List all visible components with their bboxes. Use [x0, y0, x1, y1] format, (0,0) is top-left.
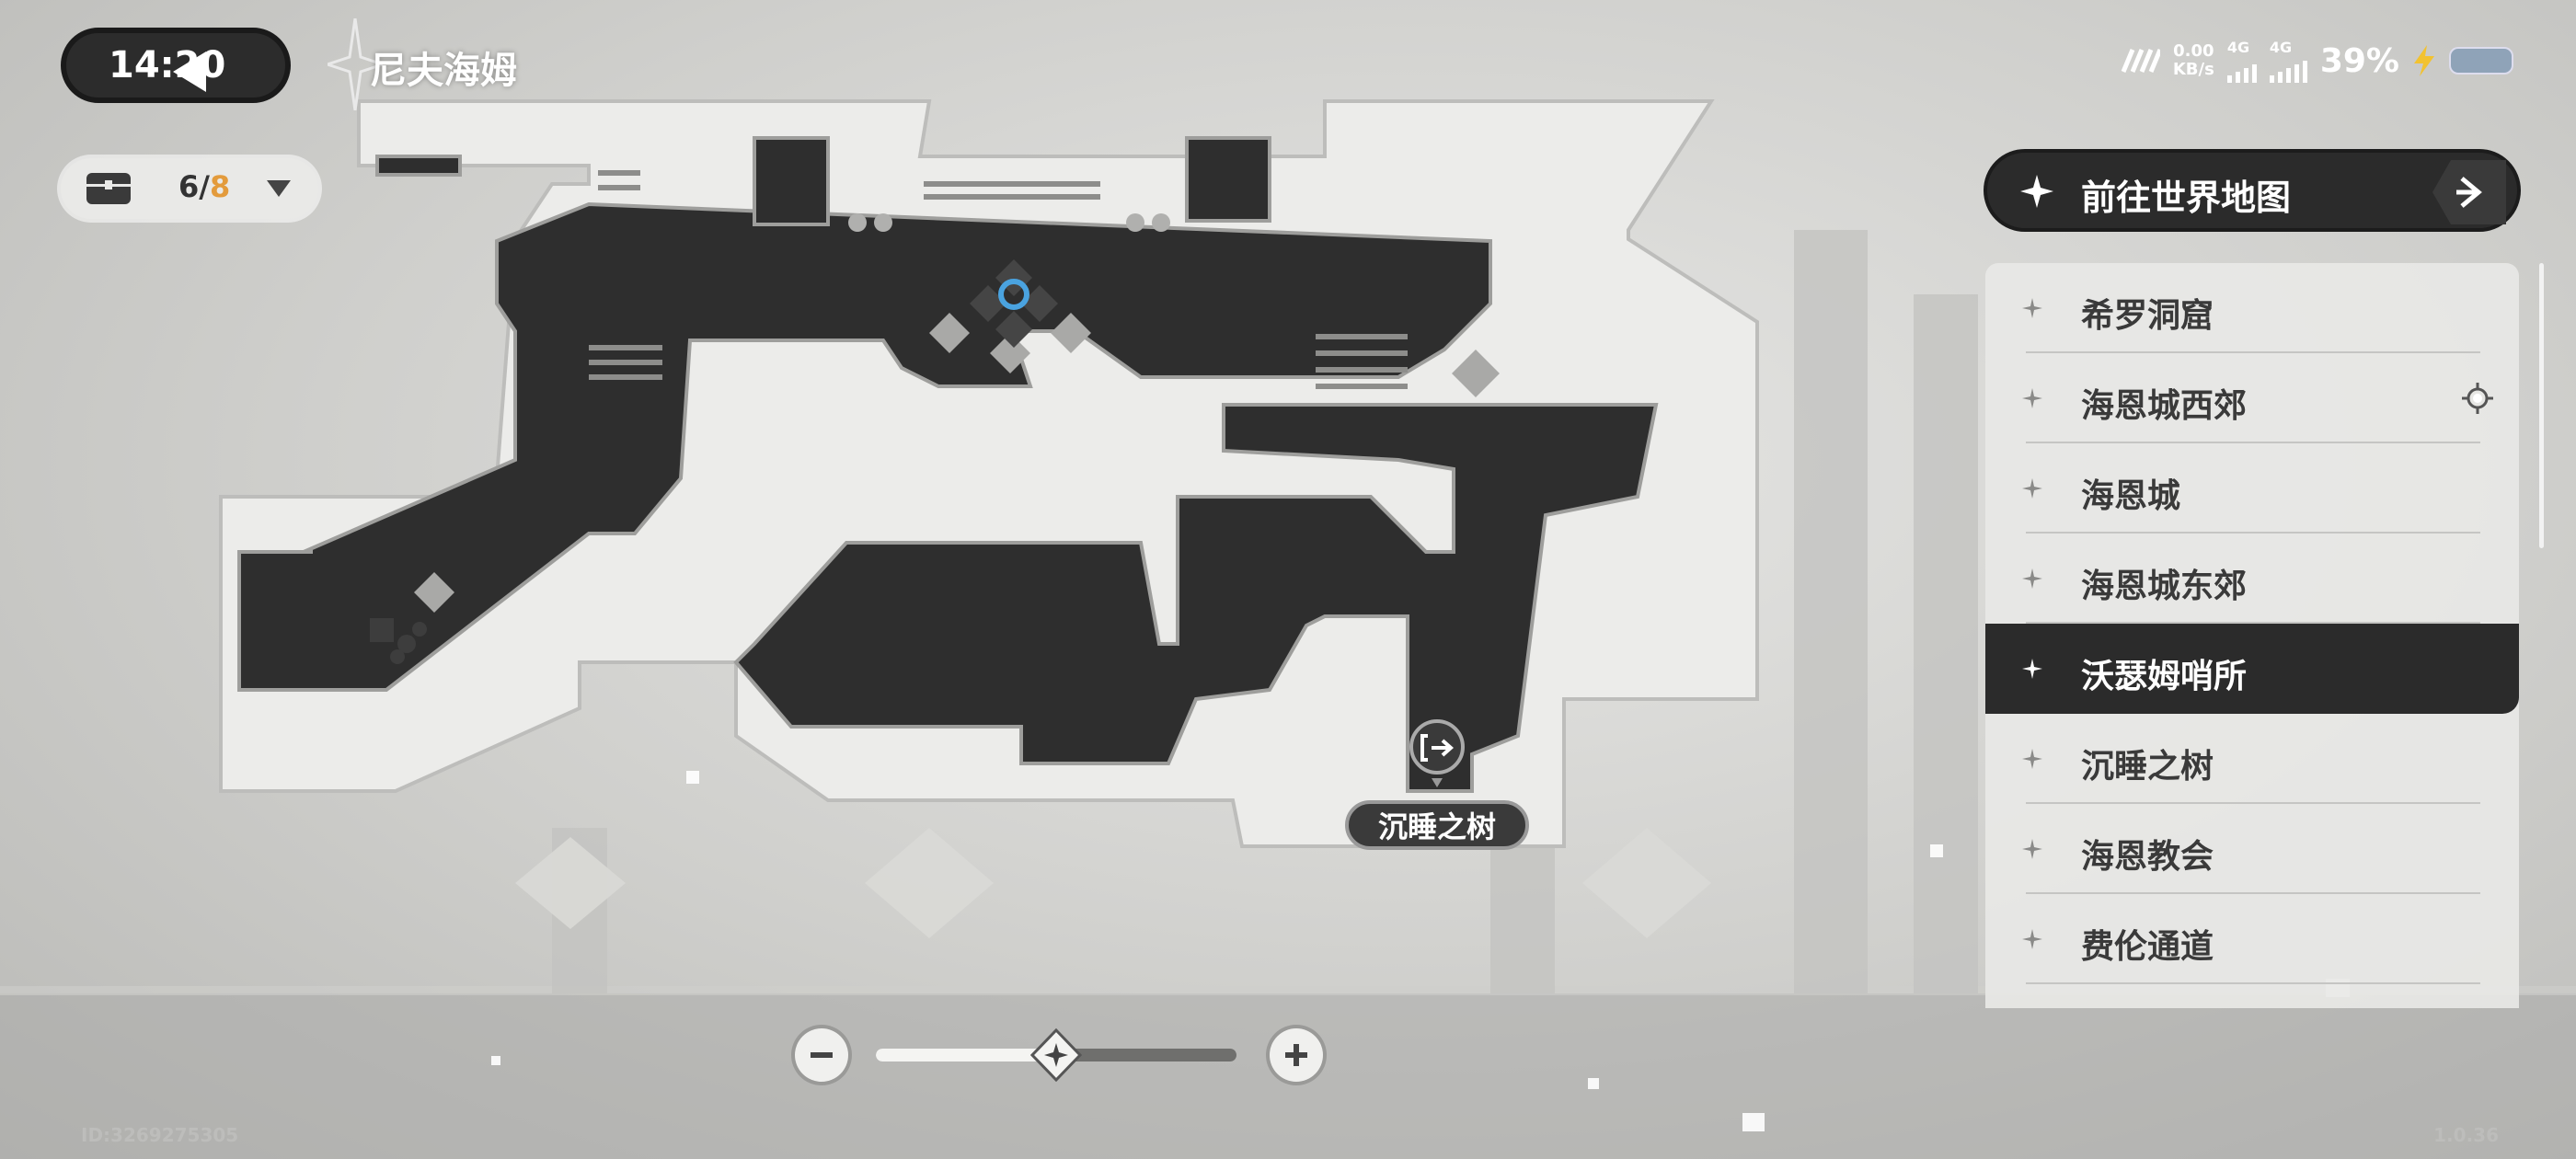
- back-arrow-icon[interactable]: [166, 46, 217, 98]
- region-star-icon: [328, 18, 383, 110]
- location-label: 海恩城东郊: [2081, 568, 2248, 605]
- player-location-marker: [970, 259, 1058, 348]
- minus-icon: [811, 1052, 833, 1058]
- sparkle-icon: [2022, 749, 2042, 769]
- chevron-down-icon[interactable]: [265, 178, 293, 199]
- zoom-out-button[interactable]: [795, 1028, 848, 1082]
- location-label: 沃瑟姆哨所: [2081, 658, 2248, 695]
- sparkle-icon: [2022, 478, 2042, 499]
- location-item-1[interactable]: 海恩城西郊: [1985, 353, 2519, 443]
- lightning-icon: [2414, 45, 2434, 76]
- location-label: 海恩城西郊: [2081, 387, 2248, 425]
- location-list-scrollbar[interactable]: [2539, 263, 2544, 548]
- chest-separator: /: [199, 169, 210, 204]
- location-label: 费伦通道: [2081, 928, 2214, 966]
- sparkle-icon: [2022, 929, 2042, 949]
- location-label: 希罗洞窟: [2081, 297, 2214, 335]
- chest-total: 8: [209, 169, 231, 204]
- map-stairs: [589, 170, 1408, 389]
- battery-icon: [2449, 47, 2513, 75]
- exit-door-icon[interactable]: [1409, 719, 1465, 787]
- world-map-label: 前往世界地图: [2081, 178, 2292, 218]
- arrow-right-icon: [2432, 160, 2506, 224]
- chest-collected: 6: [178, 169, 200, 204]
- location-item-5[interactable]: 沉睡之树: [1985, 714, 2519, 804]
- map-rubble: [370, 618, 427, 664]
- zoom-slider[interactable]: [876, 1028, 1236, 1082]
- net-speed-unit: KB/s: [2172, 60, 2214, 79]
- zoom-in-button[interactable]: [1270, 1028, 1323, 1082]
- location-label: 沉睡之树: [2081, 748, 2214, 786]
- location-item-4[interactable]: 沃瑟姆哨所: [1985, 624, 2519, 714]
- treasure-chest-icon: [86, 173, 131, 204]
- location-item-6[interactable]: 海恩教会: [1985, 804, 2519, 894]
- location-item-0[interactable]: 希罗洞窟: [1985, 263, 2519, 353]
- sparkle-icon: [2022, 659, 2042, 679]
- world-map-button[interactable]: 前往世界地图: [1984, 149, 2521, 232]
- net-speed-value: 0.00: [2173, 41, 2214, 61]
- carrier-logo-icon: [2121, 49, 2160, 73]
- location-item-7[interactable]: 费伦通道: [1985, 894, 2519, 984]
- clock-pill[interactable]: 14:20: [61, 28, 291, 103]
- region-title: 尼夫海姆: [370, 50, 517, 92]
- player-id: ID:3269275305: [81, 1124, 239, 1146]
- zoom-slider-fill: [876, 1049, 1056, 1061]
- location-item-3[interactable]: 海恩城东郊: [1985, 534, 2519, 624]
- sparkle-icon: [2022, 839, 2042, 859]
- chest-counter[interactable]: 6/8: [61, 158, 318, 219]
- sparkle-icon: [2022, 298, 2042, 318]
- zoom-slider-thumb[interactable]: [1030, 1028, 1082, 1082]
- map-waypoint-diamonds[interactable]: [414, 313, 1500, 613]
- sparkle-icon: [2022, 568, 2042, 589]
- battery-percent: 39%: [2319, 41, 2399, 80]
- location-item-2[interactable]: 海恩城: [1985, 443, 2519, 534]
- map-exit-label[interactable]: 沉睡之树: [1345, 800, 1529, 850]
- plus-icon: [1285, 1044, 1307, 1066]
- signal-sim2-icon: 4G: [2269, 39, 2307, 83]
- location-label: 海恩教会: [2081, 838, 2214, 876]
- map-dot-markers: [848, 213, 1170, 232]
- chest-count: 6/8: [178, 169, 230, 204]
- game-version: 1.0.36: [2433, 1124, 2499, 1146]
- sim1-label: 4G: [2226, 39, 2250, 56]
- map-corridors: [237, 136, 1659, 793]
- signal-sim1-icon: 4G: [2226, 39, 2257, 83]
- location-list[interactable]: 希罗洞窟 海恩城西郊 海恩城 海恩城东郊 沃瑟姆哨所 沉睡之树 海恩教会: [1985, 263, 2519, 1008]
- system-status-bar: 0.00 KB/s 4G 4G 39%: [2120, 37, 2513, 85]
- sim2-label: 4G: [2269, 39, 2293, 56]
- sparkle-icon: [2022, 388, 2042, 408]
- location-label: 海恩城: [2081, 477, 2181, 515]
- network-speed: 0.00 KB/s: [2173, 42, 2214, 79]
- clock-time: 14:20: [109, 44, 226, 86]
- sparkle-icon: [2020, 175, 2053, 208]
- tracking-target-icon: [2462, 383, 2493, 414]
